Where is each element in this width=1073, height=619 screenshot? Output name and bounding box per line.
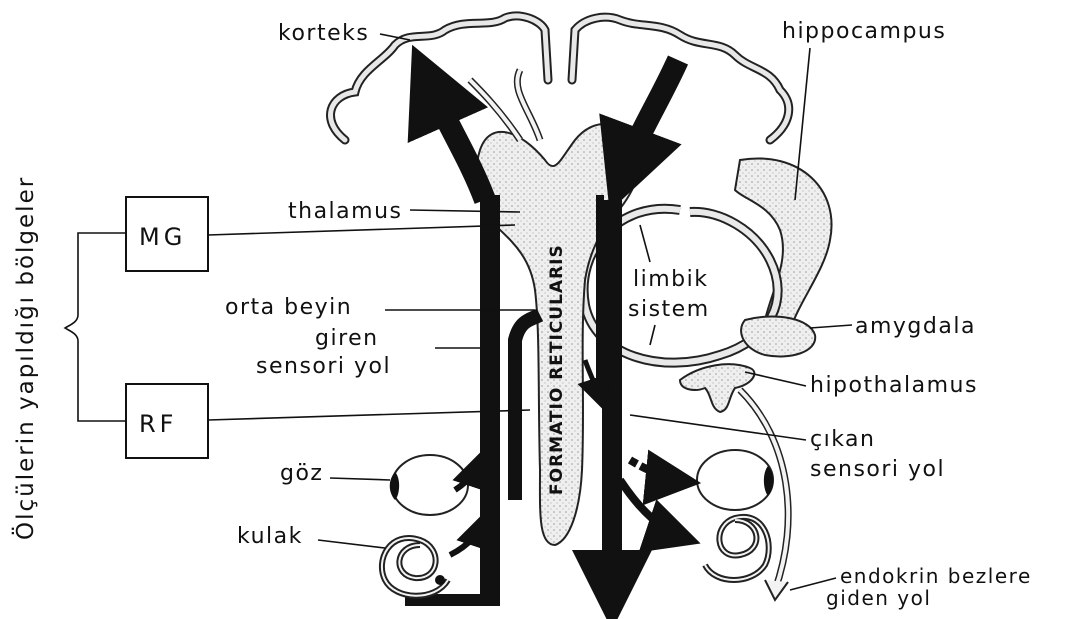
mg-box-label: MG: [139, 223, 186, 251]
left-cochlea: [382, 538, 448, 596]
left-eye: [390, 455, 468, 515]
amygdala-label: amygdala: [855, 314, 976, 339]
limbik-label-2: sistem: [628, 297, 710, 322]
rf-box-label: RF: [139, 410, 177, 438]
orta-beyin-label: orta beyin: [225, 295, 352, 320]
giren-label-1: giren: [315, 326, 379, 351]
right-eye: [697, 450, 773, 510]
thalamus-label: thalamus: [288, 199, 402, 224]
side-label: Ölçülerin yapıldığı bölgeler: [11, 176, 39, 540]
cikan-label-2: sensori yol: [810, 457, 945, 482]
afferent-to-cortex-arrow: [430, 85, 485, 200]
hippocampus-label: hippocampus: [782, 19, 946, 44]
formatio-reticularis-label: FORMATIO RETICULARIS: [547, 244, 567, 495]
amygdala-shape: [741, 316, 815, 356]
hypothalamus-shape: [680, 364, 754, 412]
giren-label-2: sensori yol: [256, 354, 391, 379]
hipothalamus-label: hipothalamus: [810, 373, 978, 398]
mg-leader-line: [208, 225, 515, 235]
tract-to-right-ear-arrow: [620, 480, 690, 540]
limbik-label-1: limbik: [633, 267, 708, 292]
right-cochlea: [705, 517, 769, 580]
measurement-bracket: [65, 233, 126, 421]
tract-to-right-eye-arrow: [630, 460, 690, 482]
cortex-descending-arrow: [625, 60, 678, 170]
endokrin-label-2: giden yol: [826, 586, 931, 610]
kulak-label: kulak: [237, 524, 303, 549]
korteks-label: korteks: [278, 21, 369, 46]
goz-label: göz: [280, 461, 323, 486]
afferent-tract-branch: [515, 315, 540, 500]
cikan-label-1: çıkan: [810, 427, 876, 452]
endokrin-label-1: endokrin bezlere: [840, 564, 1032, 588]
